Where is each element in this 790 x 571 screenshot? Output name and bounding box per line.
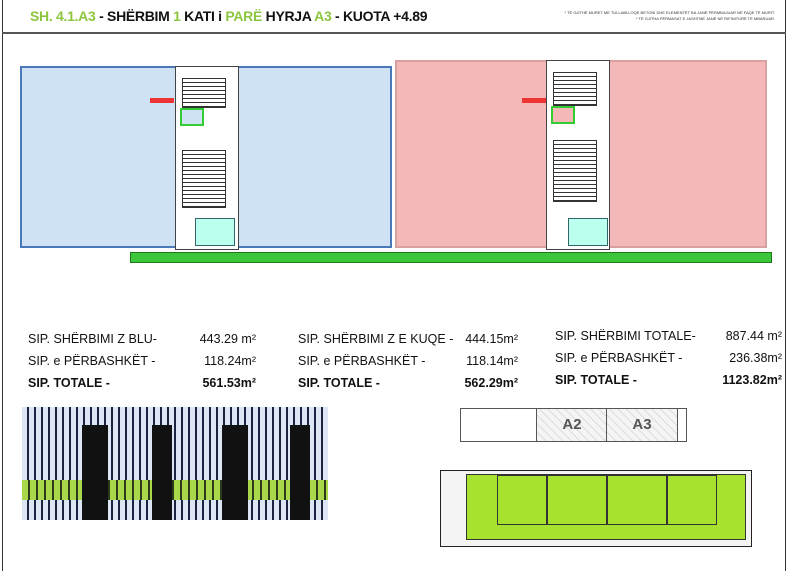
stat-row: SIP. TOTALE - 562.29m² (298, 372, 518, 394)
stat-row: SIP. e PËRBASHKËT - 118.14m² (298, 350, 518, 372)
stair-left-top (182, 78, 226, 108)
sheet-title: SH. 4.1.A3 - SHËRBIM 1 KATI i PARË HYRJA… (30, 8, 428, 24)
stat-row: SIP. SHËRBIMI TOTALE- 887.44 m² (555, 325, 782, 347)
label-tag (150, 98, 174, 103)
stats-blue: SIP. SHËRBIMI Z BLU- 443.29 m² SIP. e PËR… (28, 328, 256, 394)
facade-core (222, 425, 248, 520)
wc-right (568, 218, 608, 246)
facade-core (152, 425, 172, 520)
stat-value: 562.29m² (464, 376, 518, 390)
stat-row: SIP. e PËRBASHKËT - 118.24m² (28, 350, 256, 372)
stat-label: SIP. TOTALE - (28, 376, 110, 390)
sheet-code: SH. 4.1.A3 (30, 8, 96, 24)
stat-label: SIP. SHËRBIMI Z E KUQE - (298, 332, 454, 346)
title-part: HYRJA (262, 8, 315, 24)
floor-number: 1 (173, 8, 181, 24)
floor-word: PARË (225, 8, 263, 24)
facade-highlight-floor (22, 480, 328, 500)
header-divider (2, 32, 786, 34)
stat-value: 561.53m² (202, 376, 256, 390)
balcony-strip (130, 252, 772, 263)
stat-label: SIP. e PËRBASHKËT - (28, 354, 156, 368)
stat-value: 444.15m² (465, 332, 518, 346)
stat-row: SIP. TOTALE - 1123.82m² (555, 369, 782, 391)
stat-value: 236.38m² (729, 351, 782, 365)
entrance-code: A3 (314, 8, 332, 24)
mini-plan-highlight (466, 474, 746, 540)
mini-unit (607, 475, 667, 525)
facade-core (82, 425, 108, 520)
stat-value: 887.44 m² (725, 329, 782, 343)
stair-left-bottom (182, 150, 226, 208)
stat-label: SIP. SHËRBIMI TOTALE- (555, 329, 696, 343)
stat-value: 118.24m² (204, 354, 256, 368)
elevator-right (551, 106, 575, 124)
facade-elevation (22, 407, 328, 520)
title-part: - SHËRBIM (95, 8, 174, 24)
mini-unit (497, 475, 547, 525)
mini-unit (547, 475, 607, 525)
stat-label: SIP. TOTALE - (298, 376, 380, 390)
stat-row: SIP. e PËRBASHKËT - 236.38m² (555, 347, 782, 369)
stat-label: SIP. TOTALE - (555, 373, 637, 387)
title-part: KATI i (180, 8, 226, 24)
elevation: - KUOTA +4.89 (331, 8, 428, 24)
notes: * TË GJITHË MURET ME TULLABLLOQE BETONI … (520, 10, 776, 22)
stat-label: SIP. SHËRBIMI Z BLU- (28, 332, 157, 346)
facade-core (290, 425, 310, 520)
wc-left (195, 218, 235, 246)
note: * TË GJITHA PËRMASAT E JASHTME JANË NË R… (635, 16, 775, 21)
stat-row: SIP. SHËRBIMI Z E KUQE - 444.15m² (298, 328, 518, 350)
key-plan: A2 A3 (460, 408, 687, 442)
key-block-a2: A2 (536, 409, 608, 441)
stat-value: 443.29 m² (199, 332, 256, 346)
stair-right-bottom (553, 140, 597, 202)
mini-unit (667, 475, 717, 525)
stat-value: 118.14m² (466, 354, 518, 368)
stats-total: SIP. SHËRBIMI TOTALE- 887.44 m² SIP. e PË… (555, 325, 782, 391)
label-tag (522, 98, 546, 103)
stat-value: 1123.82m² (722, 373, 782, 387)
stat-row: SIP. TOTALE - 561.53m² (28, 372, 256, 394)
stair-right-top (553, 72, 597, 106)
note: * TË GJITHË MURET ME TULLABLLOQE BETONI … (564, 10, 776, 15)
stat-label: SIP. e PËRBASHKËT - (298, 354, 426, 368)
elevator-left (180, 108, 204, 126)
stat-label: SIP. e PËRBASHKËT - (555, 351, 683, 365)
stat-row: SIP. SHËRBIMI Z BLU- 443.29 m² (28, 328, 256, 350)
key-block-a3: A3 (606, 409, 678, 441)
stats-red: SIP. SHËRBIMI Z E KUQE - 444.15m² SIP. e … (298, 328, 518, 394)
